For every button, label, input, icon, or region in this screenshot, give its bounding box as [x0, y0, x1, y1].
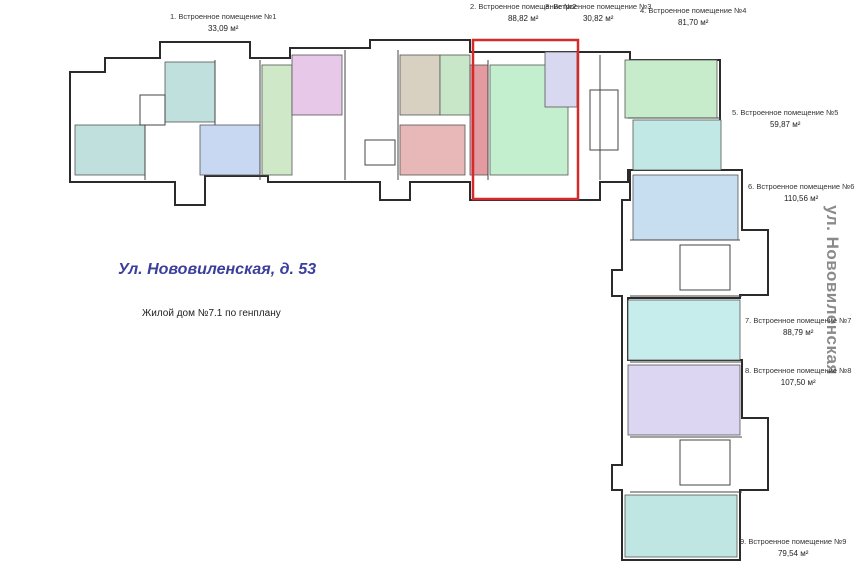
building-label: Жилой дом №7.1 по генплану: [142, 308, 281, 319]
room-5-name: 5. Встроенное помещение №5: [732, 108, 839, 117]
west-room-e: [399, 54, 441, 116]
room-4-name: 4. Встроенное помещение №4: [640, 6, 747, 15]
side-street-label: ул. Нововиленская: [818, 200, 846, 380]
room-3-label: 3. Встроенное помещение №3 30,82 м²: [545, 2, 651, 23]
west-room-b: [199, 124, 261, 176]
room-7-fill: [627, 299, 741, 361]
room-2-label: 2. Встроенное помещение №2 88,82 м²: [470, 2, 576, 23]
room-3-name: 3. Встроенное помещение №3: [545, 2, 652, 11]
west-room-d: [291, 54, 343, 116]
interior-walls: [139, 50, 742, 493]
room-5-label: 5. Встроенное помещение №5 59,87 м²: [732, 108, 838, 129]
room-6-fill: [632, 174, 739, 241]
street-label: Ул. Нововиленская, д. 53: [118, 261, 317, 278]
room-1-name: 1. Встроенное помещение №1: [170, 12, 277, 21]
room-6-area: 110,56 м²: [784, 194, 819, 203]
room-fills: [74, 51, 741, 558]
room-4-label: 4. Встроенное помещение №4 81,70 м²: [640, 6, 746, 27]
room-8-fill: [627, 364, 741, 436]
room-9-name: 9. Встроенное помещение №9: [740, 537, 847, 546]
side-street-text: ул. Нововиленская: [823, 205, 842, 375]
room-8-name: 8. Встроенное помещение №8: [745, 366, 852, 375]
room-1-fill: [164, 61, 216, 123]
room-3-area: 30,82 м²: [582, 14, 614, 23]
room-8-area: 107,50 м²: [780, 378, 816, 387]
room-2-name: 2. Встроенное помещение №2: [470, 2, 577, 11]
west-room-g: [439, 54, 471, 116]
room-5-fill: [632, 119, 722, 171]
west-room-f: [399, 124, 466, 176]
room-8-label: 8. Встроенное помещение №8 107,50 м²: [745, 366, 851, 387]
room-3-fill: [544, 51, 578, 108]
room-1-area: 33,09 м²: [207, 24, 239, 33]
room-7-label: 7. Встроенное помещение №7 88,79 м²: [745, 316, 851, 337]
west-room-c: [261, 64, 293, 176]
highlight-frame: [471, 38, 580, 201]
room-7-name: 7. Встроенное помещение №7: [745, 316, 852, 325]
room-1-label: 1. Встроенное помещение №1 33,09 м²: [170, 12, 276, 33]
room-9-fill: [624, 494, 738, 558]
room-2-area: 88,82 м²: [507, 14, 539, 23]
room-9-label: 9. Встроенное помещение №9 79,54 м²: [740, 537, 846, 558]
room-7-area: 88,79 м²: [782, 328, 814, 337]
room-6-name: 6. Встроенное помещение №6: [748, 182, 854, 191]
room-4-fill: [624, 59, 718, 119]
room-5-area: 59,87 м²: [769, 120, 801, 129]
room-4-area: 81,70 м²: [677, 18, 709, 27]
room-9-area: 79,54 м²: [777, 549, 809, 558]
west-room-a: [74, 124, 146, 176]
room-6-label: 6. Встроенное помещение №6 110,56 м²: [748, 182, 854, 203]
